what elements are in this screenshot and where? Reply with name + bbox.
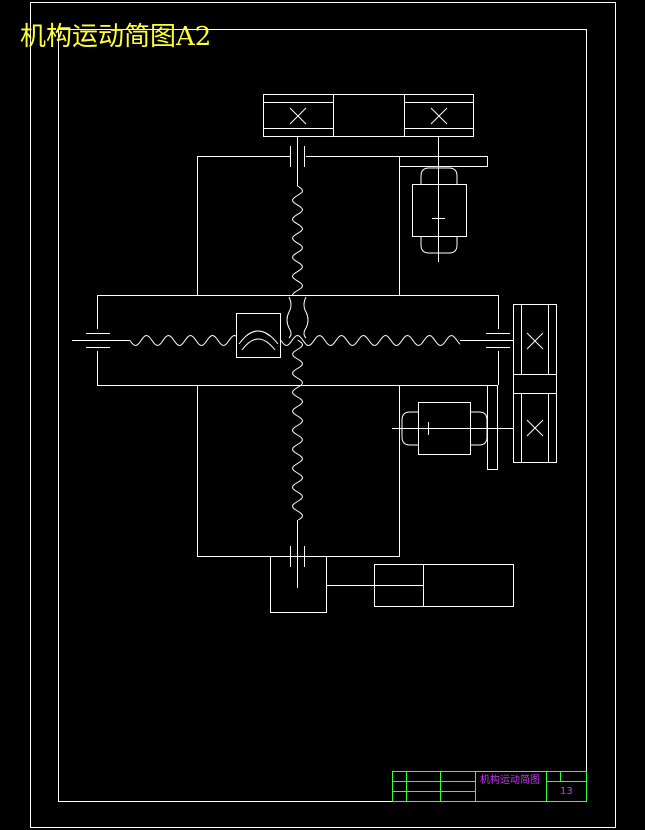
top-gear-pair	[263, 94, 474, 137]
horizontal-beam	[72, 295, 513, 386]
outer-border	[30, 2, 616, 828]
vertical-lead-screw	[291, 185, 304, 521]
screw-crossing-nut	[286, 296, 309, 339]
right-gear-pair	[513, 304, 557, 463]
upper-frame	[197, 137, 400, 296]
cylinder-actuator	[326, 564, 514, 607]
horizontal-nut-box	[236, 313, 281, 358]
inner-border	[58, 29, 587, 802]
lower-right-motor	[392, 385, 513, 470]
drawing-title: 机构运动简图A2	[20, 22, 212, 52]
upper-right-motor	[399, 137, 488, 262]
title-block	[392, 771, 587, 802]
lower-frame	[197, 385, 400, 613]
horizontal-lead-screw	[129, 334, 461, 347]
title-block-name: 机构运动简图	[480, 775, 540, 786]
title-block-sheet-number: 13	[560, 786, 573, 797]
